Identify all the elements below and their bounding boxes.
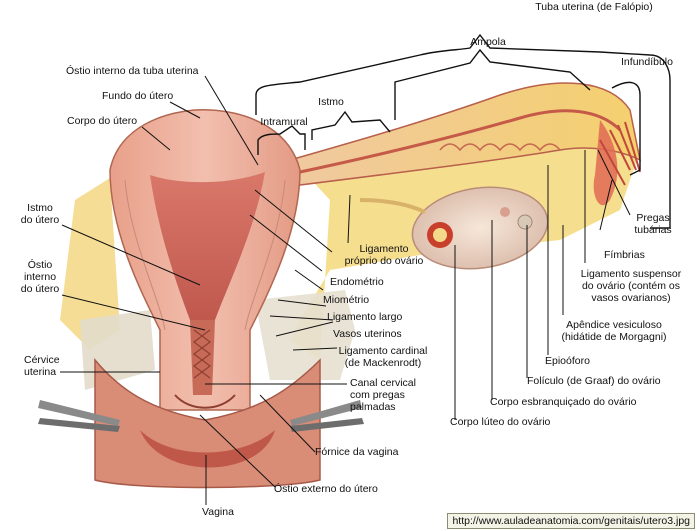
- label-vasos-uterinos: Vasos uterinos: [333, 328, 402, 340]
- label-epiooforo: Epioóforo: [545, 355, 590, 367]
- label-cervice-uterina: Cérvice uterina: [24, 354, 60, 378]
- label-intramural: Intramural: [260, 116, 308, 128]
- label-ligamento-cardinal: Ligamento cardinal (de Mackenrodt): [338, 345, 428, 369]
- label-tuba-uterina: Tuba uterina (de Falópio): [535, 1, 653, 13]
- label-corpo-utero: Corpo do útero: [67, 115, 138, 127]
- label-corpo-esbranquicado: Corpo esbranquiçado do ovário: [490, 396, 637, 408]
- label-ligamento-suspensor: Ligamento suspensor do ovário (contém os…: [580, 268, 682, 304]
- vagina: [94, 357, 321, 489]
- label-infundibulo: Infundíbulo: [621, 56, 673, 68]
- label-fundo-utero: Fundo do útero: [102, 90, 174, 102]
- label-ligamento-proprio-ovario: Ligamento próprio do ovário: [344, 243, 424, 267]
- leader-lines: [60, 75, 631, 505]
- label-canal-cervical: Canal cervical com pregas palmadas: [350, 377, 416, 413]
- label-ampola: Ampola: [470, 36, 506, 48]
- uterus-body: [109, 109, 301, 411]
- label-ostio-interno-utero: Óstio interno do útero: [20, 259, 60, 295]
- label-corpo-luteo: Corpo lúteo do ovário: [450, 416, 551, 428]
- label-foliculo: Folículo (de Graaf) do ovário: [527, 375, 661, 387]
- label-vagina: Vagina: [202, 506, 234, 518]
- label-apendice-vesiculoso: Apêndice vesiculoso (hidátide de Morgagn…: [561, 319, 667, 343]
- label-endometrio: Endométrio: [330, 276, 384, 288]
- tube-brackets: [255, 33, 671, 229]
- label-pregas-tubarias: Pregas tubárias: [634, 212, 672, 236]
- source-url: http://www.auladeanatomia.com/genitais/u…: [447, 513, 695, 529]
- surgical-clamps: [38, 400, 364, 432]
- label-fornice-vagina: Fórnice da vagina: [315, 446, 399, 458]
- label-istmo-tuba: Istmo: [318, 96, 344, 108]
- label-ostio-interno-tuba: Óstio interno da tuba uterina: [66, 65, 199, 77]
- label-istmo-utero: Istmo do útero: [20, 202, 60, 226]
- label-miometrio: Miométrio: [323, 294, 370, 306]
- label-ostio-externo-utero: Óstio externo do útero: [274, 483, 378, 495]
- label-ligamento-largo: Ligamento largo: [327, 311, 403, 323]
- ovary: [359, 186, 549, 270]
- label-fimbrias: Fímbrias: [604, 249, 645, 261]
